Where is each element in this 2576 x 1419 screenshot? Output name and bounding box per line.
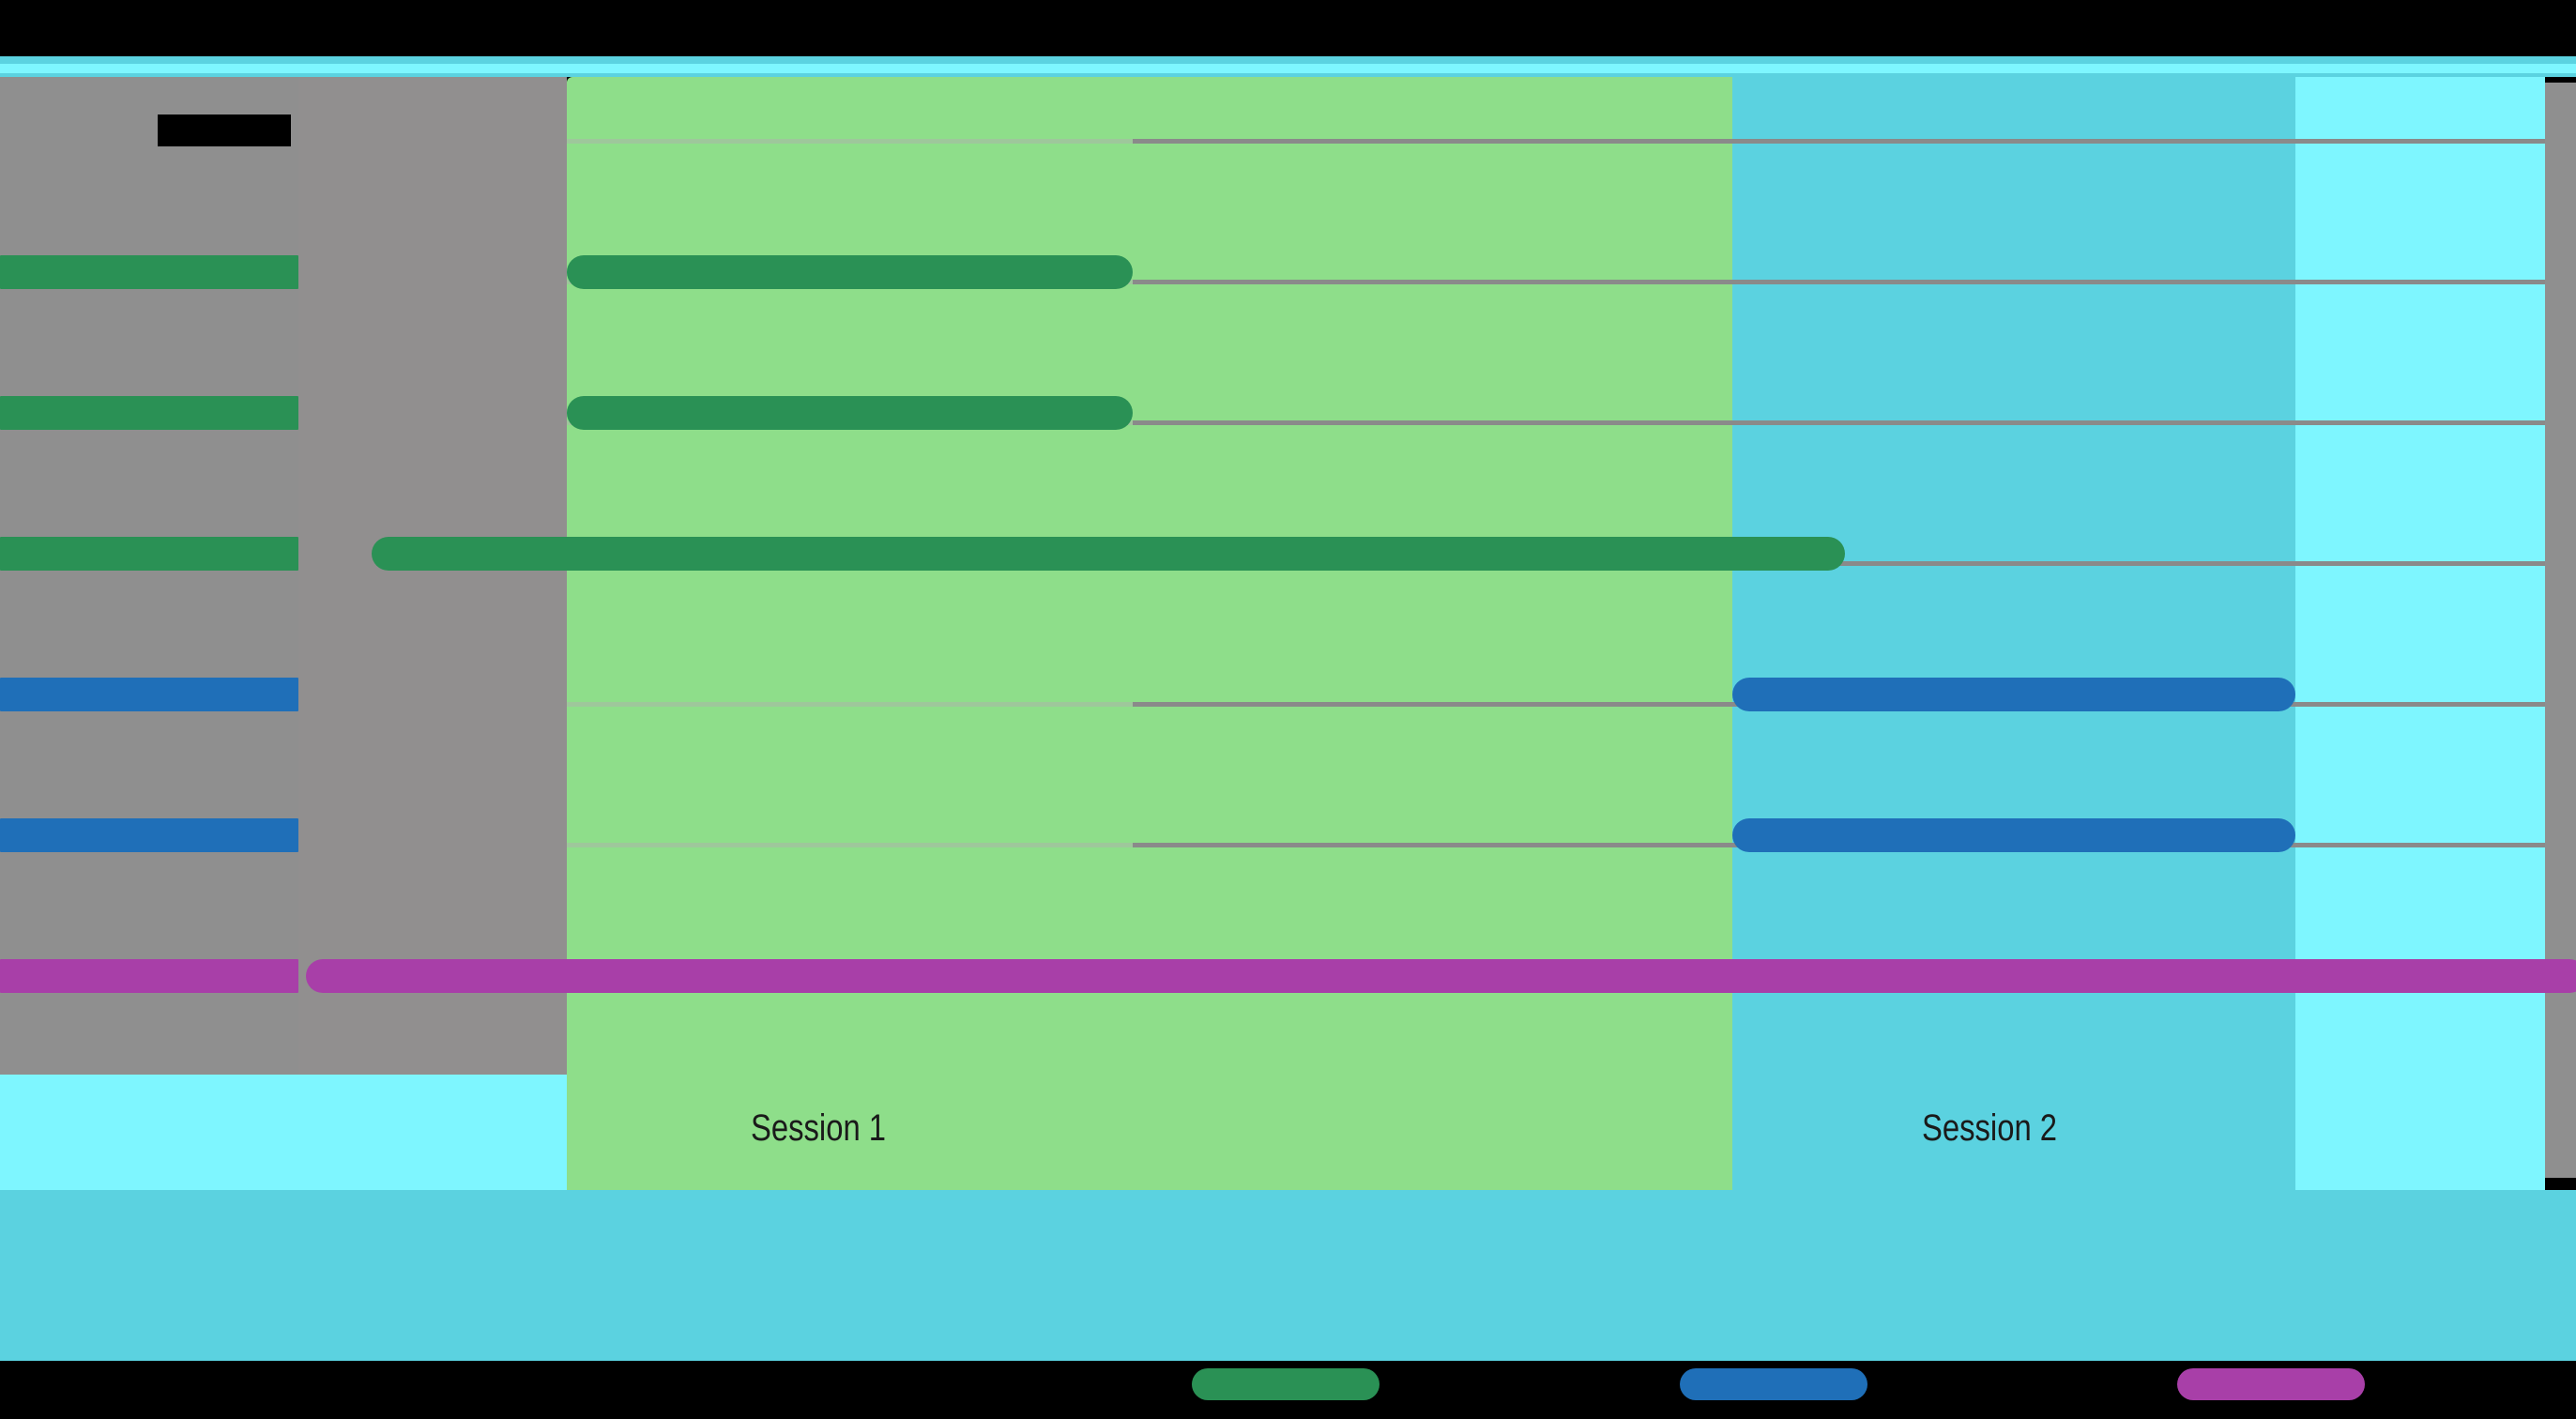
task-bar-4[interactable] — [1732, 818, 2295, 852]
row-label-panel-secondary — [298, 77, 567, 1075]
gridline-1-tail — [2295, 280, 2545, 284]
row-label-5[interactable] — [0, 959, 298, 993]
row-label-4[interactable] — [0, 818, 298, 852]
task-bar-1[interactable] — [567, 396, 1133, 430]
gridline-4-left — [567, 702, 1133, 707]
session-1-band-inner — [1133, 77, 1732, 1190]
gridline-5-tail — [2295, 843, 2545, 847]
legend-swatch-0[interactable] — [1192, 1368, 1379, 1400]
gridline-5 — [1133, 843, 2295, 847]
gridline-2 — [1133, 420, 2295, 425]
row-label-0[interactable] — [0, 255, 298, 289]
gridline-2-tail — [2295, 420, 2545, 425]
top-cyan-strip-light — [0, 64, 2576, 73]
legend-swatch-2[interactable] — [2177, 1368, 2365, 1400]
session-2-band — [1732, 77, 2295, 1190]
row-label-2[interactable] — [0, 537, 298, 571]
gridline-5-left — [567, 843, 1133, 847]
task-bar-2[interactable] — [372, 537, 1845, 571]
legend-swatch-1[interactable] — [1680, 1368, 1867, 1400]
session-tail-band — [2295, 77, 2545, 1190]
gridline-0-tail — [2295, 139, 2545, 144]
gridline-4-tail — [2295, 702, 2545, 707]
row-label-3[interactable] — [0, 678, 298, 711]
row-label-1[interactable] — [0, 396, 298, 430]
left-cyan-block — [0, 1075, 567, 1190]
gridline-0-left — [567, 139, 1133, 144]
task-bar-5[interactable] — [306, 959, 2576, 993]
gridline-0 — [1133, 139, 2295, 144]
task-bar-3[interactable] — [1732, 678, 2295, 711]
gridline-4 — [1133, 702, 2295, 707]
baseline-cyan-strip — [0, 1190, 2576, 1203]
gridline-3-tail — [2295, 561, 2545, 566]
session-2-caption: Session 2 — [1922, 1107, 2058, 1149]
session-1-caption: Session 1 — [751, 1107, 887, 1149]
gridline-1 — [1133, 280, 2295, 284]
right-scroll-panel[interactable] — [2545, 83, 2576, 1178]
page-title — [158, 114, 291, 146]
task-bar-0[interactable] — [567, 255, 1133, 289]
footer-band — [0, 1203, 2576, 1361]
